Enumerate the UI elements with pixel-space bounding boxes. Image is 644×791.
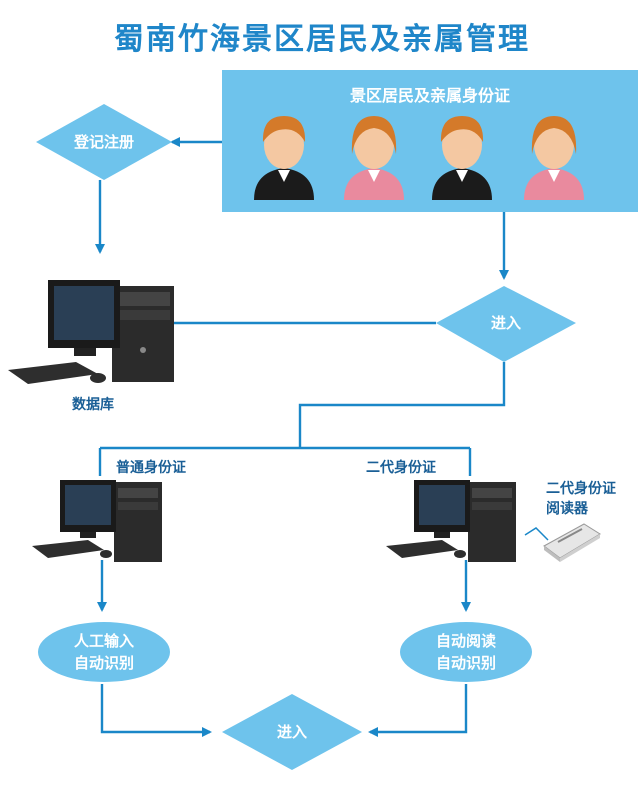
person-icon xyxy=(432,116,492,200)
auto-label-line1: 自动阅读 xyxy=(435,632,496,650)
register-label: 登记注册 xyxy=(73,133,134,151)
id-panel: 景区居民及亲属身份证 xyxy=(222,70,638,212)
normal-id-label: 普通身份证 xyxy=(116,460,186,476)
line-enter-to-split xyxy=(298,362,506,448)
person-icon xyxy=(344,116,404,200)
normal-id-computer-icon xyxy=(32,480,162,562)
arrow-manual-to-enter xyxy=(100,684,212,737)
person-icon xyxy=(254,116,314,200)
reader-label-line1: 二代身份证 xyxy=(546,481,616,497)
person-icon xyxy=(524,116,584,200)
second-gen-id-label: 二代身份证 xyxy=(366,460,436,476)
database-computer-icon xyxy=(8,280,174,384)
auto-label-line2: 自动识别 xyxy=(435,654,496,672)
second-gen-computer-icon xyxy=(386,480,516,562)
manual-label-line2: 自动识别 xyxy=(73,654,134,672)
enter-bottom-label: 进入 xyxy=(276,723,307,741)
manual-label-line1: 人工输入 xyxy=(73,632,134,650)
arrow-auto-to-enter xyxy=(368,684,468,737)
enter-top-label: 进入 xyxy=(490,314,521,332)
card-reader-icon xyxy=(543,523,601,562)
panel-title: 景区居民及亲属身份证 xyxy=(349,86,510,105)
database-label: 数据库 xyxy=(72,397,114,413)
page-title: 蜀南竹海景区居民及亲属管理 xyxy=(114,22,530,57)
line-reader-to-computer xyxy=(524,527,549,541)
people-icons xyxy=(254,116,584,200)
reader-label-line2: 阅读器 xyxy=(546,501,588,517)
